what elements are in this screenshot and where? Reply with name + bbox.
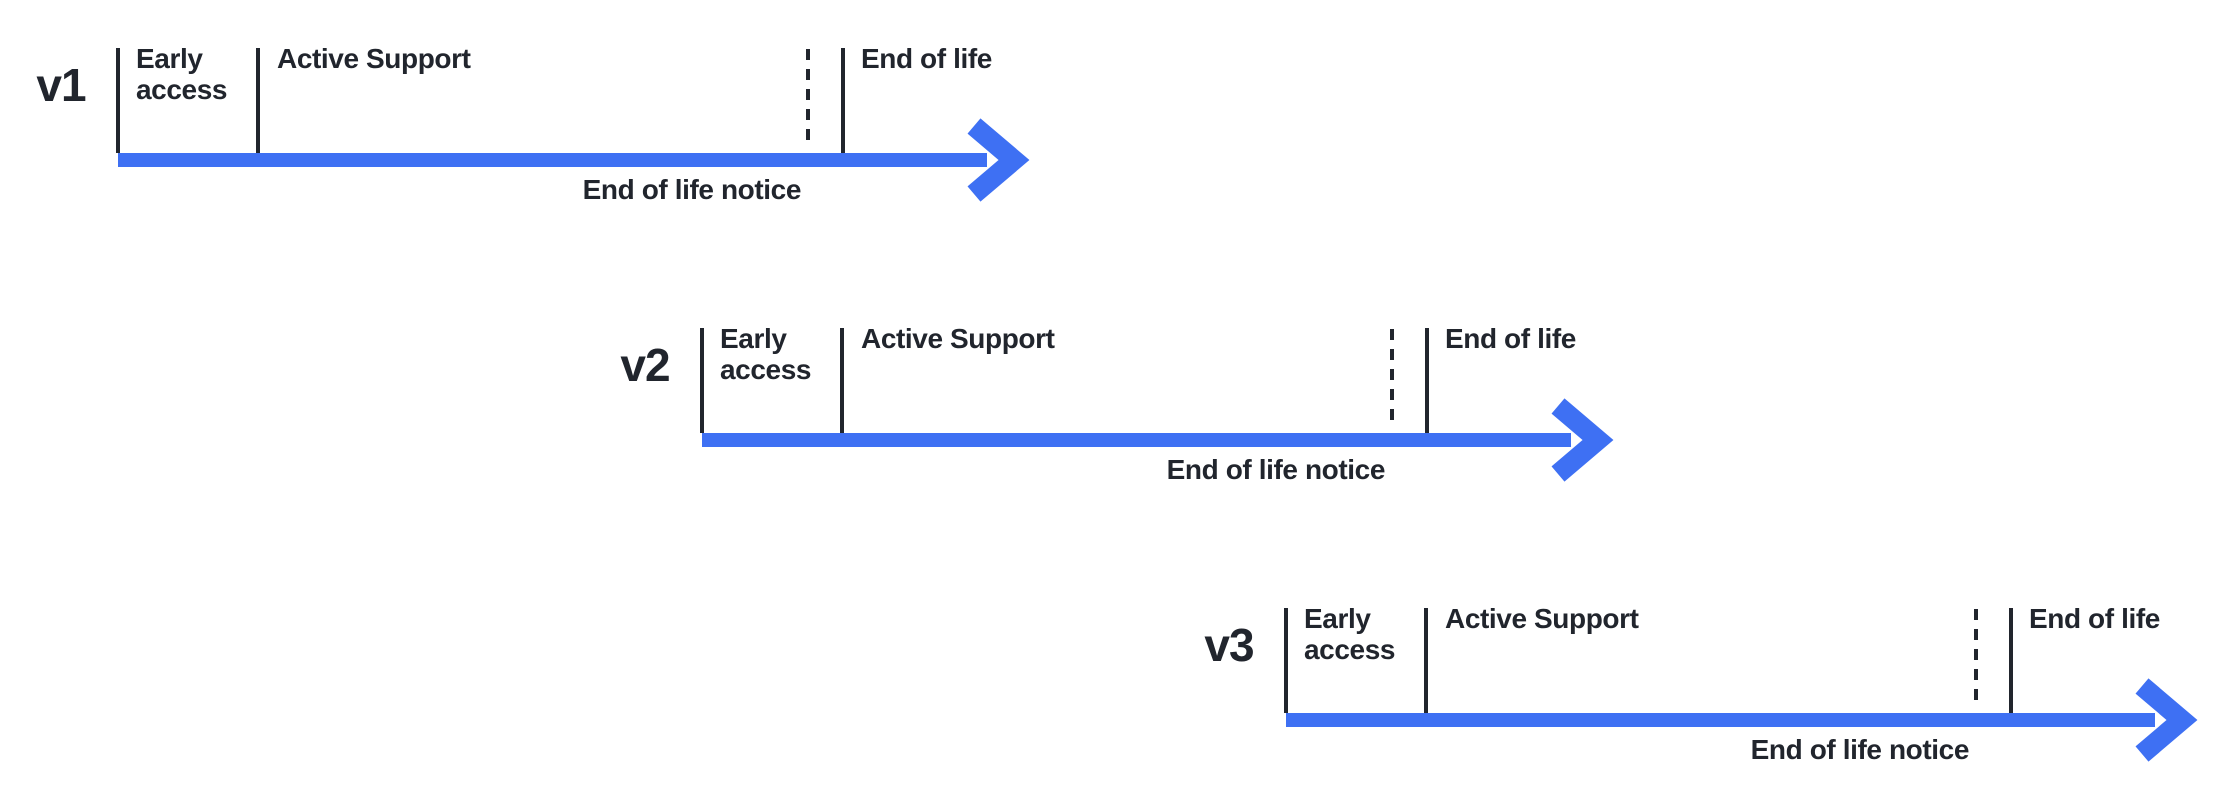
timeline-graphic <box>1284 608 2198 762</box>
active-support-label: Active Support <box>277 43 471 74</box>
active-support-label: Active Support <box>1445 603 1639 634</box>
arrow-head-icon <box>1551 398 1614 482</box>
early-access-label: Early access <box>1304 603 1396 665</box>
end-of-life-label: End of life <box>861 43 992 74</box>
arrow-head-icon <box>2135 678 2198 762</box>
timeline-arrow-shaft <box>1286 713 2155 727</box>
version-label: v1 <box>36 59 86 111</box>
timeline-arrow-shaft <box>702 433 1571 447</box>
early-access-label: Early access <box>720 323 812 385</box>
early-access-label: Early access <box>136 43 228 105</box>
end-of-life-notice-label: End of life notice <box>1750 734 1970 765</box>
arrow-head-icon <box>967 118 1030 202</box>
version-label: v3 <box>1204 619 1254 671</box>
timeline-graphic <box>116 48 1030 202</box>
timeline-graphic <box>700 328 1614 482</box>
end-of-life-label: End of life <box>1445 323 1576 354</box>
end-of-life-label: End of life <box>2029 603 2160 634</box>
end-of-life-notice-label: End of life notice <box>582 174 802 205</box>
version-label: v2 <box>620 339 670 391</box>
timeline-arrow-shaft <box>118 153 987 167</box>
end-of-life-notice-label: End of life notice <box>1166 454 1386 485</box>
active-support-label: Active Support <box>861 323 1055 354</box>
